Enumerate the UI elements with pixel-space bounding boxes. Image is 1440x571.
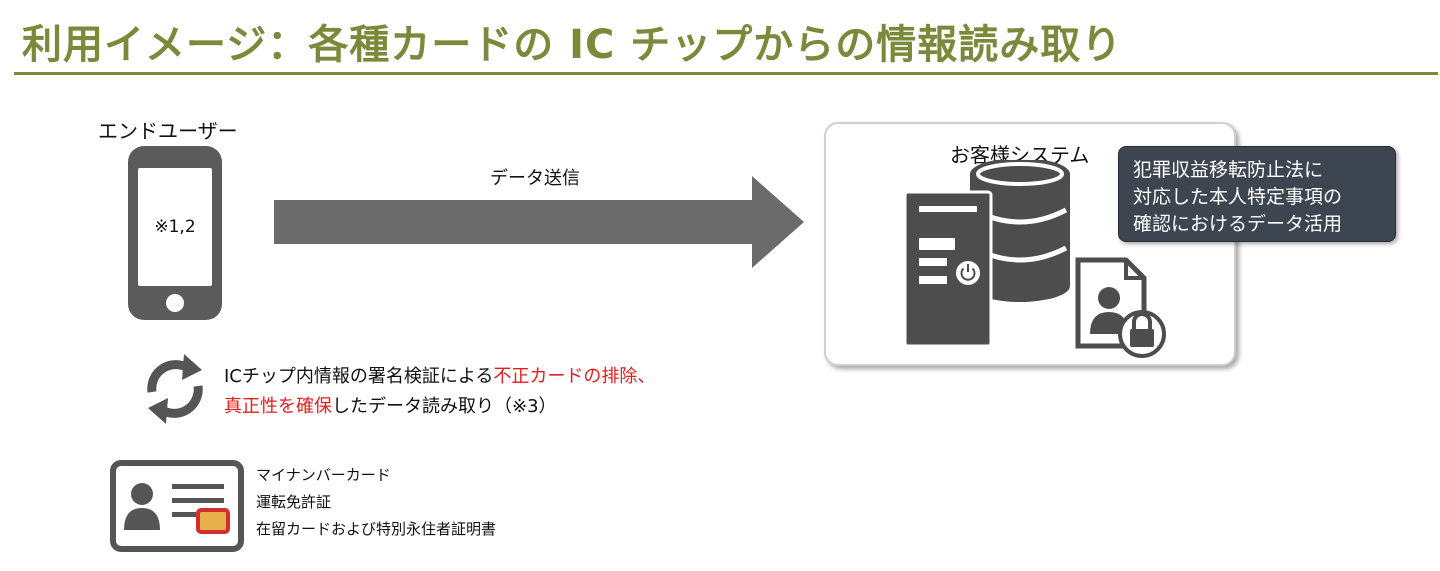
regulation-callout: 犯罪収益移転防止法に 対応した本人特定事項の 確認におけるデータ活用 [1118,146,1396,242]
id-card-icon [110,460,244,552]
verification-line1: ICチップ内情報の署名検証による [224,366,494,387]
phone-home-button [166,294,184,312]
sync-icon [147,354,203,424]
page-title: 利用イメージ：各種カードの IC チップからの情報読み取り [22,22,1123,68]
card-type-item: マイナンバーカード [256,466,391,484]
callout-line: 犯罪収益移転防止法に [1133,159,1324,181]
title-divider [14,72,1438,75]
end-user-label: エンドユーザー [98,119,238,143]
verification-line2: したデータ読み取り（※3） [332,396,557,417]
authenticity-highlight: 真正性を確保 [224,396,332,417]
phone-screen-note: ※1,2 [138,168,212,286]
id-document-lock-icon [1075,257,1166,358]
supported-card-list: マイナンバーカード 運転免許証 在留カードおよび特別永住者証明書 [256,462,496,543]
fraud-exclusion-highlight: 不正カードの排除、 [493,366,656,387]
callout-line: 確認におけるデータ活用 [1133,213,1343,235]
smartphone-icon: ※1,2 [128,146,222,320]
callout-line: 対応した本人特定事項の [1133,186,1343,208]
server-tower-icon [903,190,993,348]
data-send-label: データ送信 [490,168,580,189]
callout-text: 犯罪収益移転防止法に 対応した本人特定事項の 確認におけるデータ活用 [1133,157,1391,238]
card-type-item: 運転免許証 [256,493,332,511]
signature-verification-text: ICチップ内情報の署名検証による不正カードの排除、 真正性を確保したデータ読み取… [224,362,655,422]
card-type-item: 在留カードおよび特別永住者証明書 [256,520,497,538]
data-transfer-arrow-icon [274,176,804,268]
server-database-document-icon [903,160,1166,358]
